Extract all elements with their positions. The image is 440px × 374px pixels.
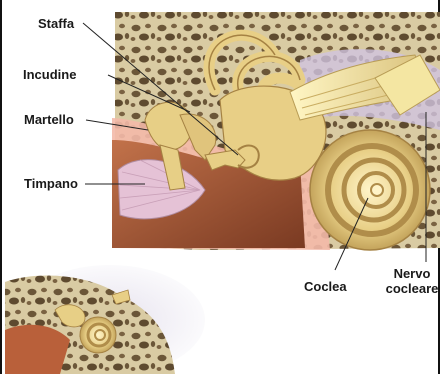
label-nervo-cocleare: Nervo cocleare: [384, 266, 440, 296]
cochlea-shape: [310, 130, 430, 250]
label-martello: Martello: [24, 112, 74, 127]
label-nervo-line2: cocleare: [384, 281, 440, 296]
label-staffa: Staffa: [38, 16, 74, 31]
inset-illustration: [5, 265, 205, 374]
label-coclea: Coclea: [304, 279, 347, 294]
label-nervo-line1: Nervo: [384, 266, 440, 281]
label-timpano: Timpano: [24, 176, 78, 191]
label-incudine: Incudine: [23, 67, 76, 82]
